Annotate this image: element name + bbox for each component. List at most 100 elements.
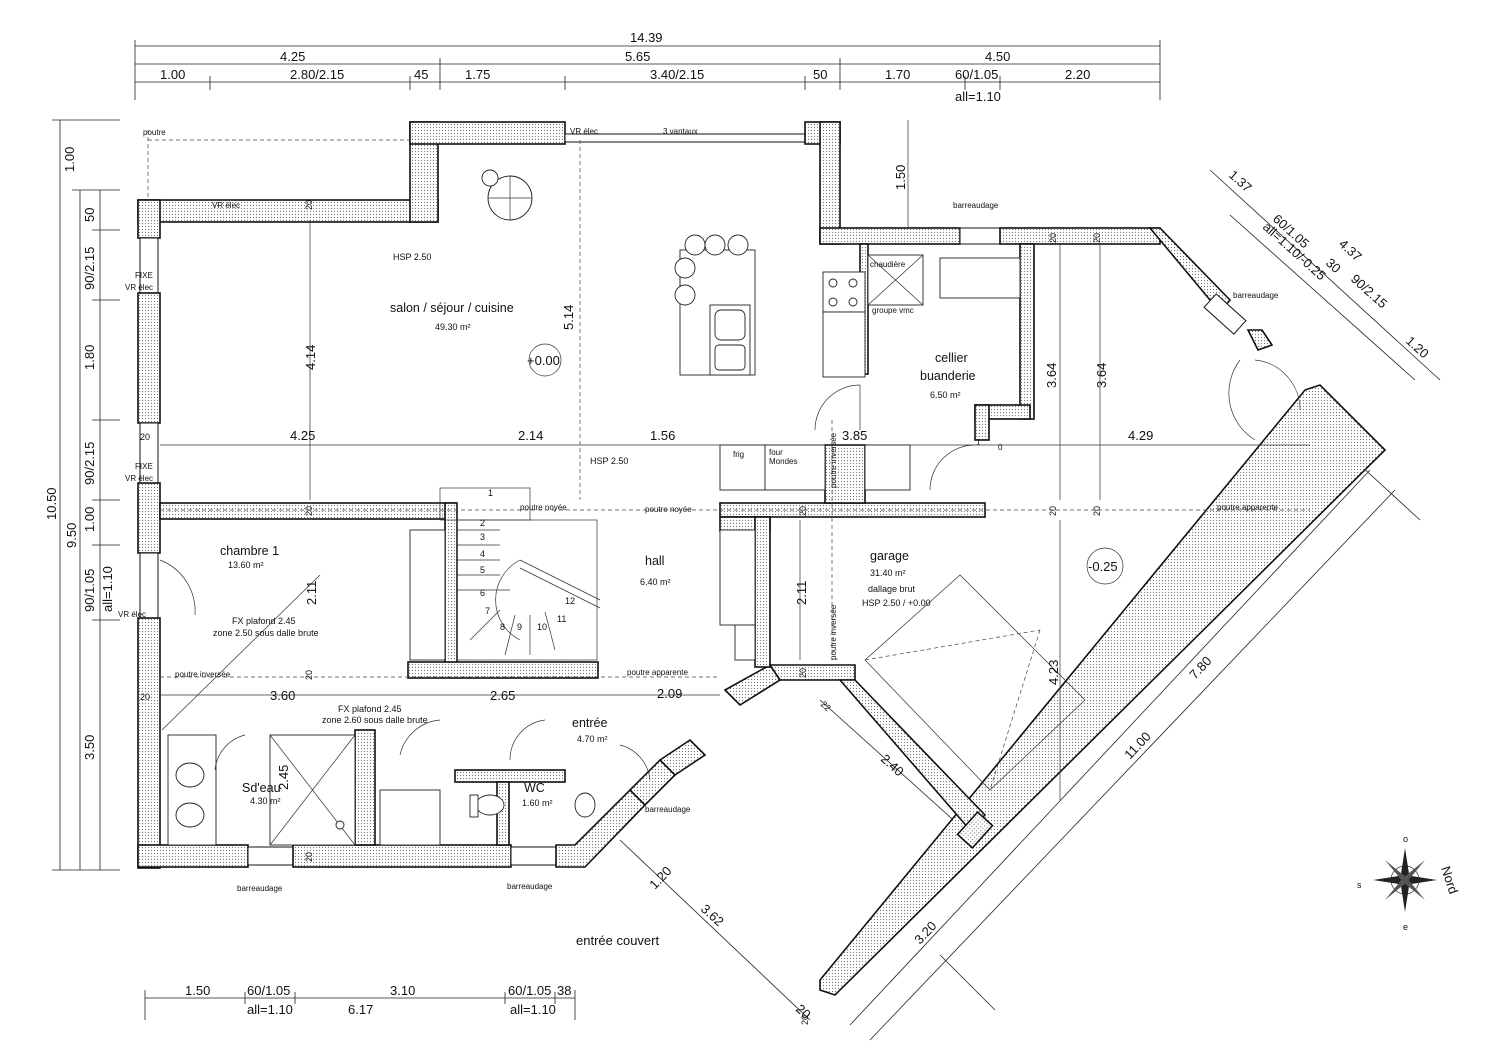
label-frig: frig bbox=[733, 450, 744, 459]
room-hall-area: 6.40 m² bbox=[640, 577, 671, 587]
dim-bottom-5: 38 bbox=[557, 983, 571, 998]
label-poutre-noyee-2: poutre noyée bbox=[645, 505, 692, 514]
dim-left-7: 90/1.05 bbox=[82, 569, 97, 612]
room-hall-hsp: HSP 2.50 bbox=[590, 456, 628, 466]
dim-left-5: 90/2.15 bbox=[82, 442, 97, 485]
label-vr-elec-5: VR élec bbox=[118, 610, 146, 619]
level-main: +0.00 bbox=[527, 353, 560, 368]
dim-inner-20: 20 bbox=[1048, 233, 1058, 243]
dim-inner-6: 3.85 bbox=[842, 428, 867, 443]
compass-letter-o: o bbox=[1403, 834, 1408, 844]
dim-inner-28: 20 bbox=[798, 668, 808, 678]
dim-diag-6: 90/2.15 bbox=[1348, 271, 1390, 311]
dim-diag-11: 2.40 bbox=[878, 751, 907, 779]
stair-step-5: 5 bbox=[480, 565, 485, 575]
stair-step-3: 3 bbox=[480, 532, 485, 542]
label-poutre-apparente-1: poutre apparente bbox=[1217, 503, 1278, 512]
room-chambre-note2: zone 2.50 sous dalle brute bbox=[213, 628, 319, 638]
dim-diag-9: 11.00 bbox=[1121, 729, 1154, 762]
label-fixe-1: FIXE bbox=[135, 271, 153, 280]
room-salon-hsp: HSP 2.50 bbox=[393, 252, 431, 262]
room-entree-name: entrée bbox=[572, 716, 607, 730]
room-entree-note1: FX plafond 2.45 bbox=[338, 704, 402, 714]
bottom-dimension-texts: 1.50 60/1.05 3.10 60/1.05 38 all=1.10 6.… bbox=[185, 983, 571, 1017]
dim-left-3: 90/2.15 bbox=[82, 247, 97, 290]
stair-step-11: 11 bbox=[557, 614, 566, 624]
dim-height-total: 10.50 bbox=[44, 487, 59, 520]
dim-diag-10: 3.20 bbox=[911, 918, 939, 947]
label-poutre-inversee-3: poutre inversée bbox=[829, 604, 838, 660]
room-cellier-name2: buanderie bbox=[920, 369, 976, 383]
room-chambre-note1: FX plafond 2.45 bbox=[232, 616, 296, 626]
dim-sill: all=1.10 bbox=[955, 89, 1001, 104]
dim-inner-30: 20 bbox=[304, 852, 314, 862]
label-vr-elec-2: VR élec bbox=[570, 127, 598, 136]
dim-detail-9: 2.20 bbox=[1065, 67, 1090, 82]
stair-step-9: 9 bbox=[517, 622, 522, 632]
room-entree-note2: zone 2.60 sous dalle brute bbox=[322, 715, 428, 725]
dim-inner-31: 20 bbox=[800, 1015, 810, 1025]
stair-step-2: 2 bbox=[480, 518, 485, 528]
dim-left-4: 1.80 bbox=[82, 345, 97, 370]
dim-inner-13: 2.65 bbox=[490, 688, 515, 703]
dim-diag-4: 4.37 bbox=[1336, 236, 1365, 264]
stair-step-7: 7 bbox=[485, 606, 490, 616]
kitchen-furniture bbox=[481, 169, 1021, 491]
stair-step-4: 4 bbox=[480, 549, 485, 559]
dim-inner-5: 1.56 bbox=[650, 428, 675, 443]
dim-detail-5: 3.40/2.15 bbox=[650, 67, 704, 82]
dim-inner-1: 4.14 bbox=[303, 345, 318, 370]
room-cellier-name1: cellier bbox=[935, 351, 968, 365]
dim-bottom-2: 60/1.05 bbox=[247, 983, 290, 998]
room-cellier-area: 6.50 m² bbox=[930, 390, 961, 400]
top-dimension-texts: 14.39 4.25 5.65 4.50 1.00 2.80/2.15 45 1… bbox=[160, 30, 1090, 104]
compass-letter-e: e bbox=[1403, 922, 1408, 932]
dim-diag-1: 1.37 bbox=[1226, 167, 1255, 195]
room-sdeau-name: Sd'eau bbox=[242, 781, 281, 795]
dim-diag-8: 7.80 bbox=[1186, 653, 1214, 682]
dim-bottom-1: 1.50 bbox=[185, 983, 210, 998]
dim-top-3: 4.50 bbox=[985, 49, 1010, 64]
dim-left-sill: all=1.10 bbox=[100, 566, 115, 612]
stair-step-6: 6 bbox=[480, 588, 485, 598]
dim-detail-3: 45 bbox=[414, 67, 428, 82]
dim-inner-2: 5.14 bbox=[561, 305, 576, 330]
top-dimension-lines bbox=[134, 40, 1161, 100]
dim-top-2: 5.65 bbox=[625, 49, 650, 64]
label-poutre: poutre bbox=[143, 128, 166, 137]
room-garage-note2: HSP 2.50 / +0.00 bbox=[862, 598, 931, 608]
label-barreaudage-5: barreaudage bbox=[507, 882, 553, 891]
dim-inner-10: 2.11 bbox=[304, 581, 319, 605]
label-vr-elec-1: VR élec bbox=[212, 201, 240, 210]
dim-inner-25: 20 bbox=[1048, 506, 1058, 516]
dim-inner-22: 20 bbox=[140, 432, 150, 442]
stair-last-step: 12 bbox=[565, 596, 575, 606]
dim-detail-4: 1.75 bbox=[465, 67, 490, 82]
room-chambre-area: 13.60 m² bbox=[228, 560, 264, 570]
dim-bottom-sill-left: all=1.10 bbox=[247, 1002, 293, 1017]
dim-detail-6: 50 bbox=[813, 67, 827, 82]
dim-detail-2: 2.80/2.15 bbox=[290, 67, 344, 82]
dim-detail-7: 1.70 bbox=[885, 67, 910, 82]
room-entree-area: 4.70 m² bbox=[577, 734, 608, 744]
dim-inner-17: 1.50 bbox=[893, 165, 908, 190]
dim-inner-19: 20 bbox=[304, 200, 314, 210]
dim-inner-15: 2.45 bbox=[276, 765, 291, 790]
label-entree-couvert: entrée couvert bbox=[576, 933, 659, 948]
dim-inner-27: 20 bbox=[304, 670, 314, 680]
dim-bottom-4: 60/1.05 bbox=[508, 983, 551, 998]
room-garage-name: garage bbox=[870, 549, 909, 563]
left-dimension-texts: 10.50 9.50 1.00 50 90/2.15 1.80 90/2.15 … bbox=[44, 147, 115, 760]
dim-diag-15: 3.62 bbox=[698, 901, 727, 929]
room-salon-name: salon / séjour / cuisine bbox=[390, 301, 514, 315]
dim-inner-11: 2.11 bbox=[794, 581, 809, 605]
room-garage-note1: dallage brut bbox=[868, 584, 916, 594]
left-dimension-lines bbox=[52, 119, 120, 871]
label-3-vantaux: 3 vantaux bbox=[663, 127, 698, 136]
label-barreaudage-1: barreaudage bbox=[953, 201, 999, 210]
dim-inner-26: 20 bbox=[1092, 506, 1102, 516]
stair-step-8: 8 bbox=[500, 622, 505, 632]
label-barreaudage-2: barreaudage bbox=[1233, 291, 1279, 300]
